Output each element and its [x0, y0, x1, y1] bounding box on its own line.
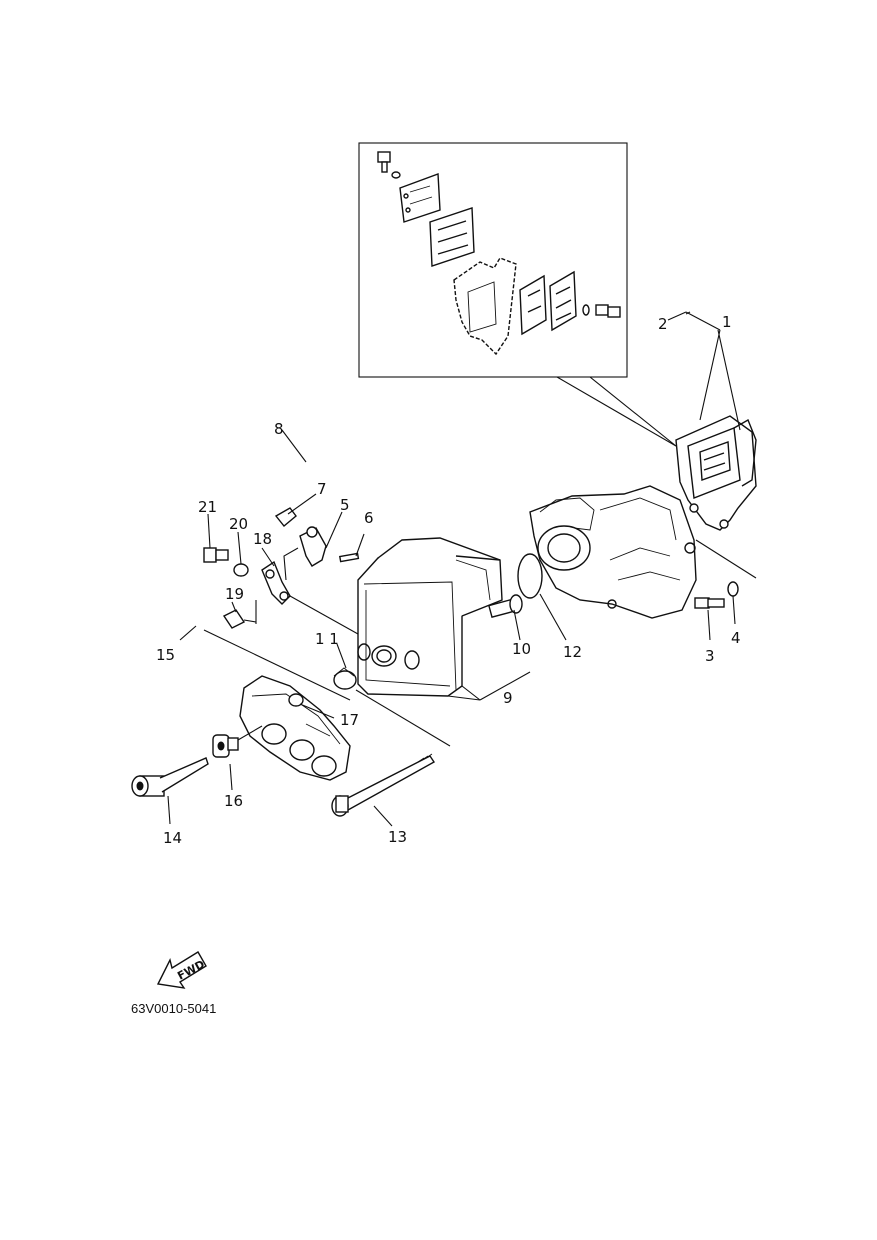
- callout-13: 13: [388, 828, 407, 846]
- callout-21: 21: [198, 498, 217, 516]
- grommet-17: [288, 693, 335, 719]
- bolt-14: [131, 757, 209, 825]
- callout-9: 9: [503, 689, 513, 707]
- callout-16: 16: [224, 792, 243, 810]
- callout-15: 15: [156, 646, 175, 664]
- bolt-3: [694, 597, 725, 641]
- inset-reed-block: [519, 270, 577, 336]
- inset-gasket: [453, 257, 517, 356]
- clip-7: [274, 493, 317, 527]
- reed-valve-detail-inset: [358, 142, 677, 447]
- washer-4: [727, 581, 739, 625]
- inset-reed-petals: [429, 207, 475, 267]
- inset-screw-top: [377, 151, 401, 179]
- callout-2: 2: [658, 315, 668, 333]
- callout-19: 19: [225, 585, 244, 603]
- callout-20: 20: [229, 515, 248, 533]
- washer-20: [233, 531, 249, 577]
- callout-18: 18: [253, 530, 272, 548]
- bolt-10: [488, 594, 523, 641]
- hose-15: [179, 600, 351, 701]
- carburetor-body: [529, 485, 757, 619]
- o-ring-12: [517, 553, 567, 641]
- callout-11: 1 1: [315, 630, 339, 648]
- drawing-code: 63V0010-5041: [131, 1001, 216, 1016]
- callout-7: 7: [317, 480, 327, 498]
- intake-silencer-cover: [357, 537, 531, 701]
- long-bolt-13: [331, 689, 451, 827]
- callout-1: 1: [722, 313, 732, 331]
- callout-5: 5: [340, 496, 350, 514]
- callout-12: 12: [563, 643, 582, 661]
- callout-8: 8: [274, 420, 284, 438]
- callout-labels: 1 2 3 4 5 6 7 8 9 10 1 1 12 13 14 15 16 …: [156, 313, 741, 847]
- screw-21: [203, 513, 229, 563]
- callout-3: 3: [705, 647, 715, 665]
- inset-stopper-plate: [399, 173, 441, 223]
- hose-8: [252, 429, 376, 502]
- bracket-18: [261, 547, 359, 635]
- plug-11: [333, 643, 357, 690]
- callout-17: 17: [340, 711, 359, 729]
- fwd-arrow-icon: FWD: [156, 951, 207, 989]
- clip-19: [222, 600, 257, 629]
- pin-6: [338, 533, 365, 563]
- callout-14: 14: [163, 829, 182, 847]
- callout-4: 4: [731, 629, 741, 647]
- lever-5: [299, 511, 343, 567]
- nut-16: [212, 725, 263, 791]
- reed-valve-assembly: [667, 311, 757, 531]
- callout-10: 10: [512, 640, 531, 658]
- inset-bolt: [582, 304, 621, 318]
- callout-6: 6: [364, 509, 374, 527]
